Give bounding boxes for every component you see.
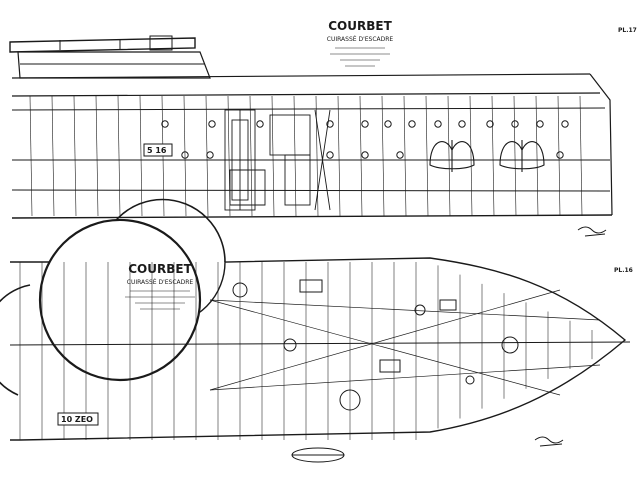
frame-lines: [29, 95, 583, 217]
bottom-plate-title: COURBET: [128, 262, 192, 276]
deck-fittings: [232, 279, 519, 411]
frame-label-box: [143, 143, 173, 157]
frame-line: [579, 95, 583, 217]
top-plate-title: COURBET: [328, 19, 392, 33]
frame-line: [381, 95, 385, 217]
frame-line: [95, 95, 99, 217]
porthole: [561, 120, 569, 128]
top-plate-number: PL.17: [618, 27, 637, 34]
bottom-title-block: COURBET CUIRASSÉ D'ESCADRE PL.16 10 ZEO: [61, 262, 633, 424]
bottom-plate-number: PL.16: [614, 267, 633, 274]
bottom-title-scribbles: [125, 290, 195, 310]
porthole: [396, 151, 404, 159]
frame-line: [469, 95, 473, 217]
frame-line: [535, 95, 539, 217]
top-title-scribbles: [330, 47, 390, 67]
barbette-main: [38, 218, 202, 382]
porthole: [556, 151, 564, 159]
deck-line: [11, 107, 606, 111]
frame-lines: [19, 262, 593, 440]
bottom-frame-label: 10 ZEO: [61, 415, 93, 424]
gun-barrel: [9, 37, 196, 53]
porthole: [361, 120, 369, 128]
longitudinal-line: [209, 364, 601, 391]
frame-line: [117, 95, 121, 217]
porthole: [326, 151, 334, 159]
porthole: [486, 120, 494, 128]
side-elevation-plate: [9, 35, 613, 237]
top-frame-label: 5 16: [147, 146, 167, 155]
frame-label-box: [57, 412, 99, 426]
central-machinery: [224, 109, 331, 211]
bottom-plate-subtitle: CUIRASSÉ D'ESCADRE: [127, 278, 194, 286]
porthole: [458, 120, 466, 128]
frame-line: [139, 95, 143, 217]
frame-line: [425, 95, 429, 217]
frame-line: [183, 95, 187, 217]
porthole: [536, 120, 544, 128]
porthole: [256, 120, 264, 128]
frame-line: [447, 95, 451, 217]
gun-breech: [149, 35, 173, 51]
draughtsman-signature: [577, 226, 607, 237]
turret-housing: [17, 51, 211, 79]
porthole: [408, 120, 416, 128]
bow-outline: [589, 73, 613, 216]
frame-line: [403, 95, 407, 217]
porthole: [434, 120, 442, 128]
deck-line: [11, 92, 601, 97]
deck-plan-plate: [0, 198, 631, 463]
porthole: [326, 120, 334, 128]
frame-line: [271, 95, 275, 217]
frame-line: [359, 95, 363, 217]
frame-line: [513, 95, 517, 217]
frame-line: [557, 95, 561, 217]
longitudinal-line: [209, 299, 601, 321]
frame-line: [337, 95, 341, 217]
frame-line: [293, 95, 297, 217]
portholes: [161, 120, 569, 159]
frame-line: [249, 95, 253, 217]
frame-line: [491, 95, 495, 217]
porthole: [361, 151, 369, 159]
porthole: [208, 120, 216, 128]
diagonal-line: [209, 289, 561, 391]
porthole: [206, 151, 214, 159]
deck-line: [11, 73, 591, 79]
porthole: [181, 151, 189, 159]
frame-line: [51, 95, 55, 217]
porthole: [511, 120, 519, 128]
top-title-block: COURBET CUIRASSÉ D'ESCADRE PL.17 5 16: [147, 19, 637, 155]
centerline: [9, 341, 631, 346]
porthole: [161, 120, 169, 128]
barbette-cutout-left: [0, 284, 31, 396]
deck-line: [11, 189, 611, 192]
bow-fittings: [429, 140, 545, 172]
top-plate-subtitle: CUIRASSÉ D'ESCADRE: [327, 35, 394, 43]
keel-line: [11, 214, 613, 219]
draughtsman-signature: [534, 436, 564, 447]
frame-line: [29, 95, 33, 217]
diagonal-line: [209, 299, 561, 396]
porthole: [384, 120, 392, 128]
frame-line: [73, 95, 77, 217]
